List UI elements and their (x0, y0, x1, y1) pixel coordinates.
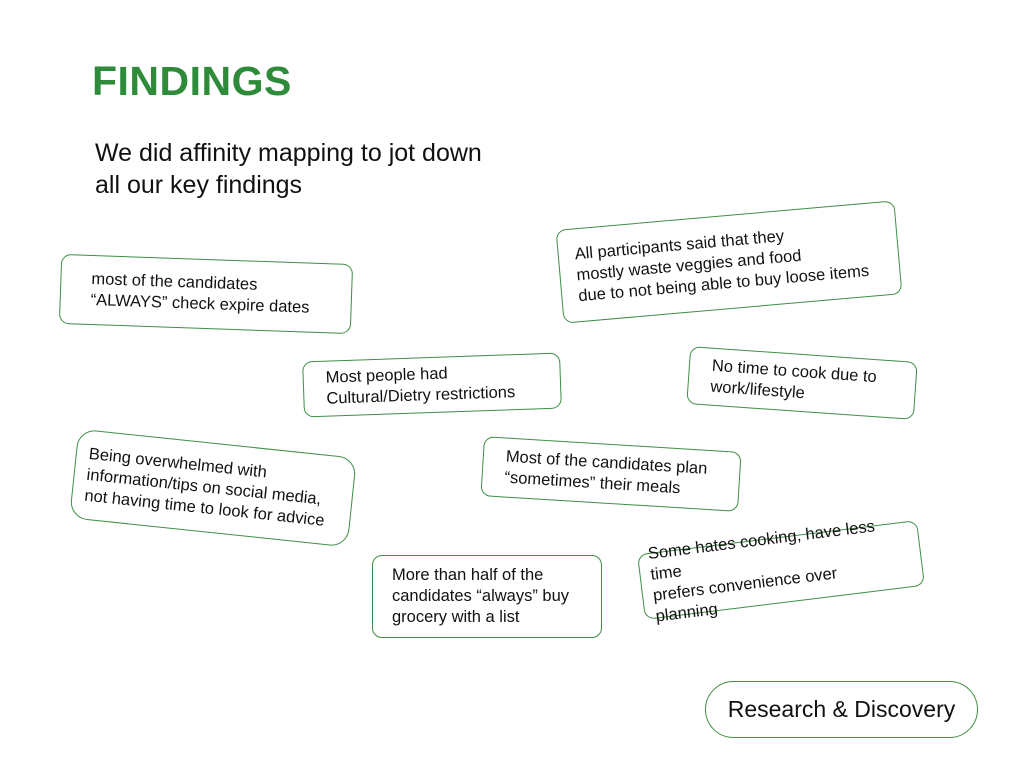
finding-card-expire-dates: most of the candidates“ALWAYS” check exp… (58, 253, 354, 335)
finding-card-meal-planning: Most of the candidates plan“sometimes” t… (480, 436, 742, 512)
finding-card-grocery-list: More than half of the candidates “always”… (372, 555, 602, 638)
subtitle-line: We did affinity mapping to jot down (95, 139, 482, 167)
slide-title: FINDINGS (92, 58, 292, 104)
card-text: More than half of the (392, 566, 544, 584)
card-text: grocery with a list (392, 608, 520, 626)
slide-subtitle: We did affinity mapping to jot down all … (95, 137, 482, 201)
section-label-pill: Research & Discovery (705, 681, 978, 738)
card-text: candidates “always” buy (392, 587, 570, 605)
subtitle-line: all our key findings (95, 171, 303, 199)
